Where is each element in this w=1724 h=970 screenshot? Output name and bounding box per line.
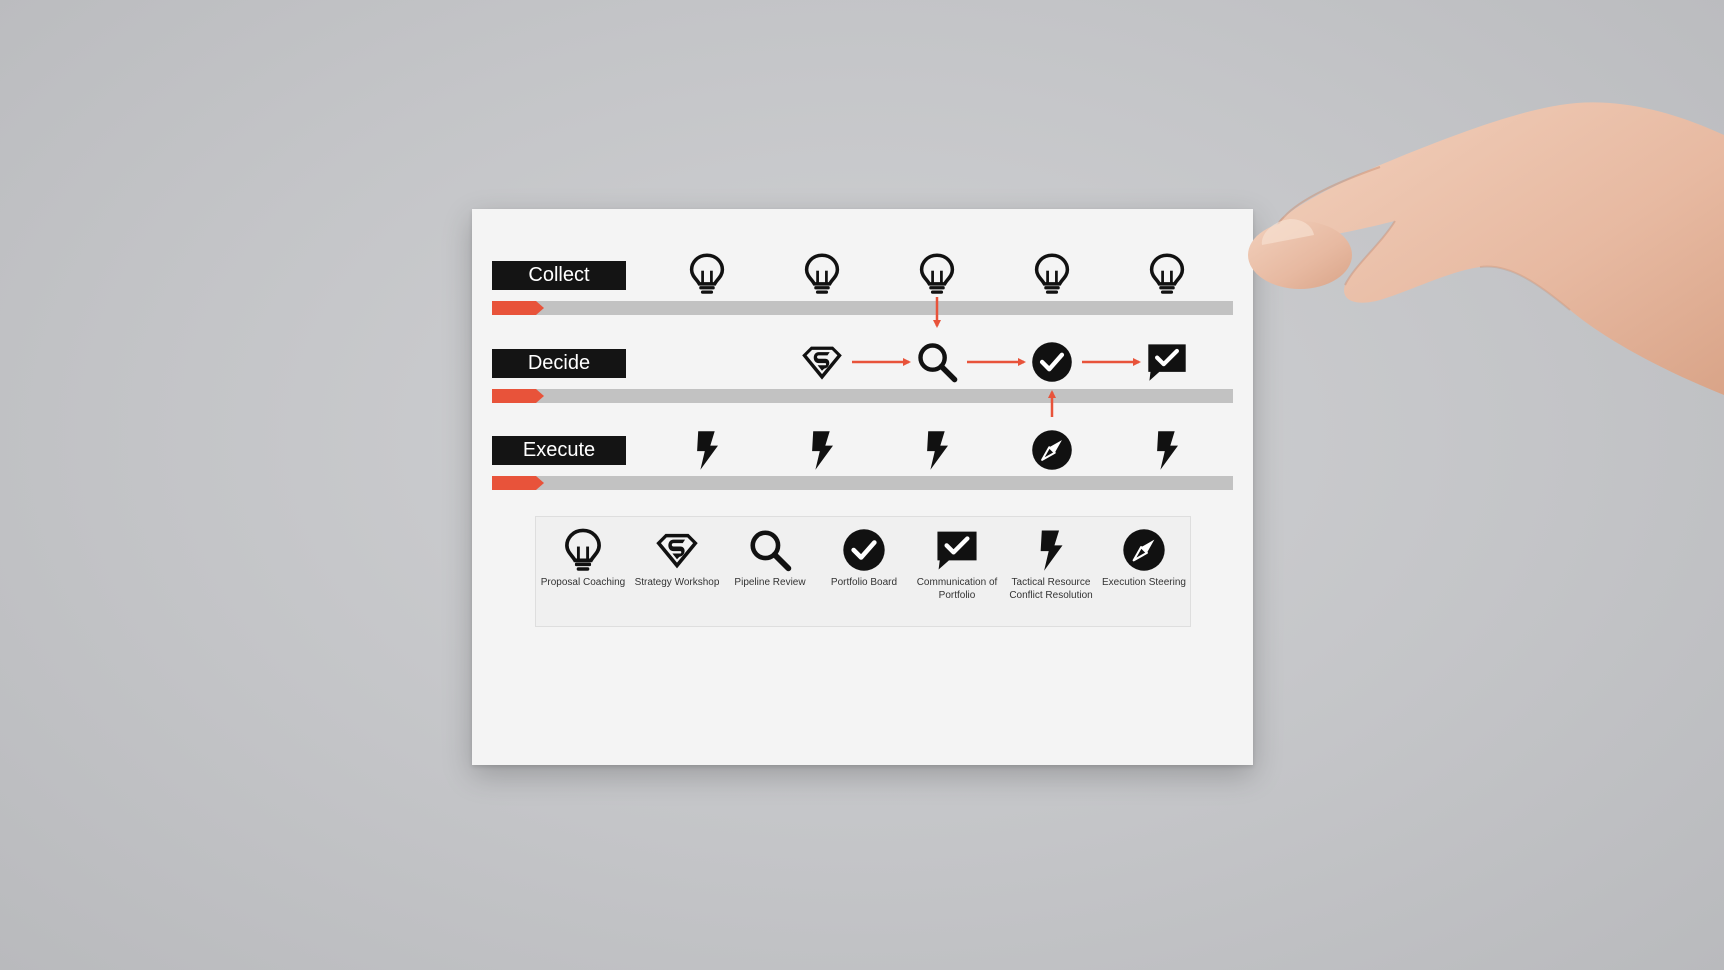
superman-icon xyxy=(654,527,700,573)
legend-label: Portfolio Board xyxy=(830,577,898,588)
check-circle-icon xyxy=(841,527,887,573)
magnifier-icon[interactable] xyxy=(915,340,959,384)
stage-label-collect: Collect xyxy=(492,261,626,290)
legend-label: Strategy Workshop xyxy=(634,577,720,588)
bolt-icon xyxy=(1028,527,1074,573)
hand-image xyxy=(1248,102,1724,395)
orange-arrow-icon xyxy=(492,476,544,490)
orange-arrow-icon xyxy=(492,389,544,403)
bulb-icon[interactable] xyxy=(685,252,729,296)
legend-item: Strategy Workshop xyxy=(627,527,727,589)
legend-label: Communication of Portfolio xyxy=(916,577,998,601)
orange-arrow-icon xyxy=(492,301,544,315)
stage-track-decide xyxy=(492,389,1233,403)
check-circle-icon[interactable] xyxy=(1030,340,1074,384)
compass-icon xyxy=(1121,527,1167,573)
compass-icon[interactable] xyxy=(1030,428,1074,472)
track-bar xyxy=(532,301,1233,315)
bolt-icon[interactable] xyxy=(800,428,844,472)
legend-panel: Proposal Coaching Strategy Workshop Pipe… xyxy=(535,516,1191,627)
process-card: Collect Decide Execute xyxy=(472,209,1253,765)
bolt-icon[interactable] xyxy=(685,428,729,472)
stage-label-decide: Decide xyxy=(492,349,626,378)
legend-label: Tactical Resource Conflict Resolution xyxy=(1009,577,1093,601)
bolt-icon[interactable] xyxy=(915,428,959,472)
superman-icon[interactable] xyxy=(800,340,844,384)
stage-track-collect xyxy=(492,301,1233,315)
bulb-icon[interactable] xyxy=(800,252,844,296)
bulb-icon[interactable] xyxy=(1030,252,1074,296)
track-bar xyxy=(532,389,1233,403)
bulb-icon xyxy=(560,527,606,573)
stage-track-execute xyxy=(492,476,1233,490)
legend-item: Communication of Portfolio xyxy=(907,527,1007,602)
check-bubble-icon xyxy=(934,527,980,573)
legend-label: Proposal Coaching xyxy=(540,577,626,588)
magnifier-icon xyxy=(747,527,793,573)
legend-item: Proposal Coaching xyxy=(533,527,633,589)
legend-item: Portfolio Board xyxy=(814,527,914,589)
legend-item: Tactical Resource Conflict Resolution xyxy=(1001,527,1101,602)
legend-label: Execution Steering xyxy=(1102,577,1186,588)
track-bar xyxy=(532,476,1233,490)
stage-label-execute: Execute xyxy=(492,436,626,465)
legend-item: Pipeline Review xyxy=(720,527,820,589)
bulb-icon[interactable] xyxy=(915,252,959,296)
legend-label: Pipeline Review xyxy=(734,577,806,588)
legend-item: Execution Steering xyxy=(1094,527,1194,589)
